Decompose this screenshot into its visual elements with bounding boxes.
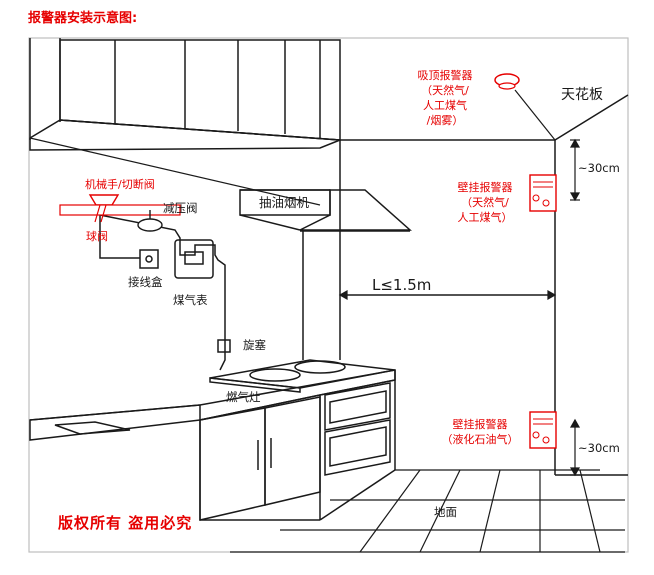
junction-box-label: 接线盒 — [128, 275, 163, 289]
page-title: 报警器安装示意图: — [28, 11, 138, 26]
gap-top-label: ~30cm — [578, 161, 620, 175]
pressure-reducer-label: 减压阀 — [163, 201, 198, 215]
range-hood-label: 抽油烟机 — [259, 195, 310, 210]
wall-detector-bottom-icon — [529, 411, 557, 449]
shutoff-valve-label: 机械手/切断阀 — [85, 178, 155, 191]
copyright-notice: 版权所有 盗用必究 — [58, 514, 193, 532]
ceiling-detector-line-1: 吸顶报警器 — [417, 69, 473, 82]
stove-label: 燃气灶 — [226, 390, 261, 404]
gas-meter-label: 煤气表 — [173, 293, 208, 307]
ceiling-label: 天花板 — [561, 87, 603, 103]
wall-detector-bottom-label: 壁挂报警器 （液化石油气） — [430, 417, 530, 447]
gap-bottom-label: ~30cm — [578, 441, 620, 455]
wall-detector-top-label: 壁挂报警器 （天然气/ 人工煤气） — [440, 180, 530, 225]
plug-valve-label: 旋塞 — [243, 338, 266, 352]
ceiling-detector-line-4: /烟雾） — [426, 114, 464, 127]
dimension-markers — [338, 138, 581, 477]
ceiling-detector-line-2: （天然气/ — [421, 84, 469, 97]
wall-detector-top-line-1: 壁挂报警器 — [457, 181, 513, 194]
pressure-reducer-icon — [137, 210, 163, 232]
room-lines — [29, 38, 629, 553]
distance-label: L≤1.5m — [372, 276, 432, 294]
ceiling-detector-line-3: 人工煤气 — [423, 99, 467, 112]
ceiling-detector-icon — [494, 73, 520, 90]
wall-detector-bottom-line-1: 壁挂报警器 — [452, 418, 508, 431]
ceiling-detector-label: 吸顶报警器 （天然气/ 人工煤气 /烟雾） — [400, 68, 490, 128]
floor-label: 地面 — [434, 505, 457, 519]
ceiling-detector-leader — [514, 89, 556, 141]
wall-detector-top-line-2: （天然气/ — [461, 196, 509, 209]
wall-detector-top-line-3: 人工煤气） — [457, 211, 513, 224]
shutoff-valve-icon — [59, 194, 181, 223]
ball-valve-label: 球阀 — [86, 230, 108, 243]
wall-detector-top-icon — [529, 174, 557, 212]
wall-detector-bottom-line-2: （液化石油气） — [441, 433, 519, 446]
